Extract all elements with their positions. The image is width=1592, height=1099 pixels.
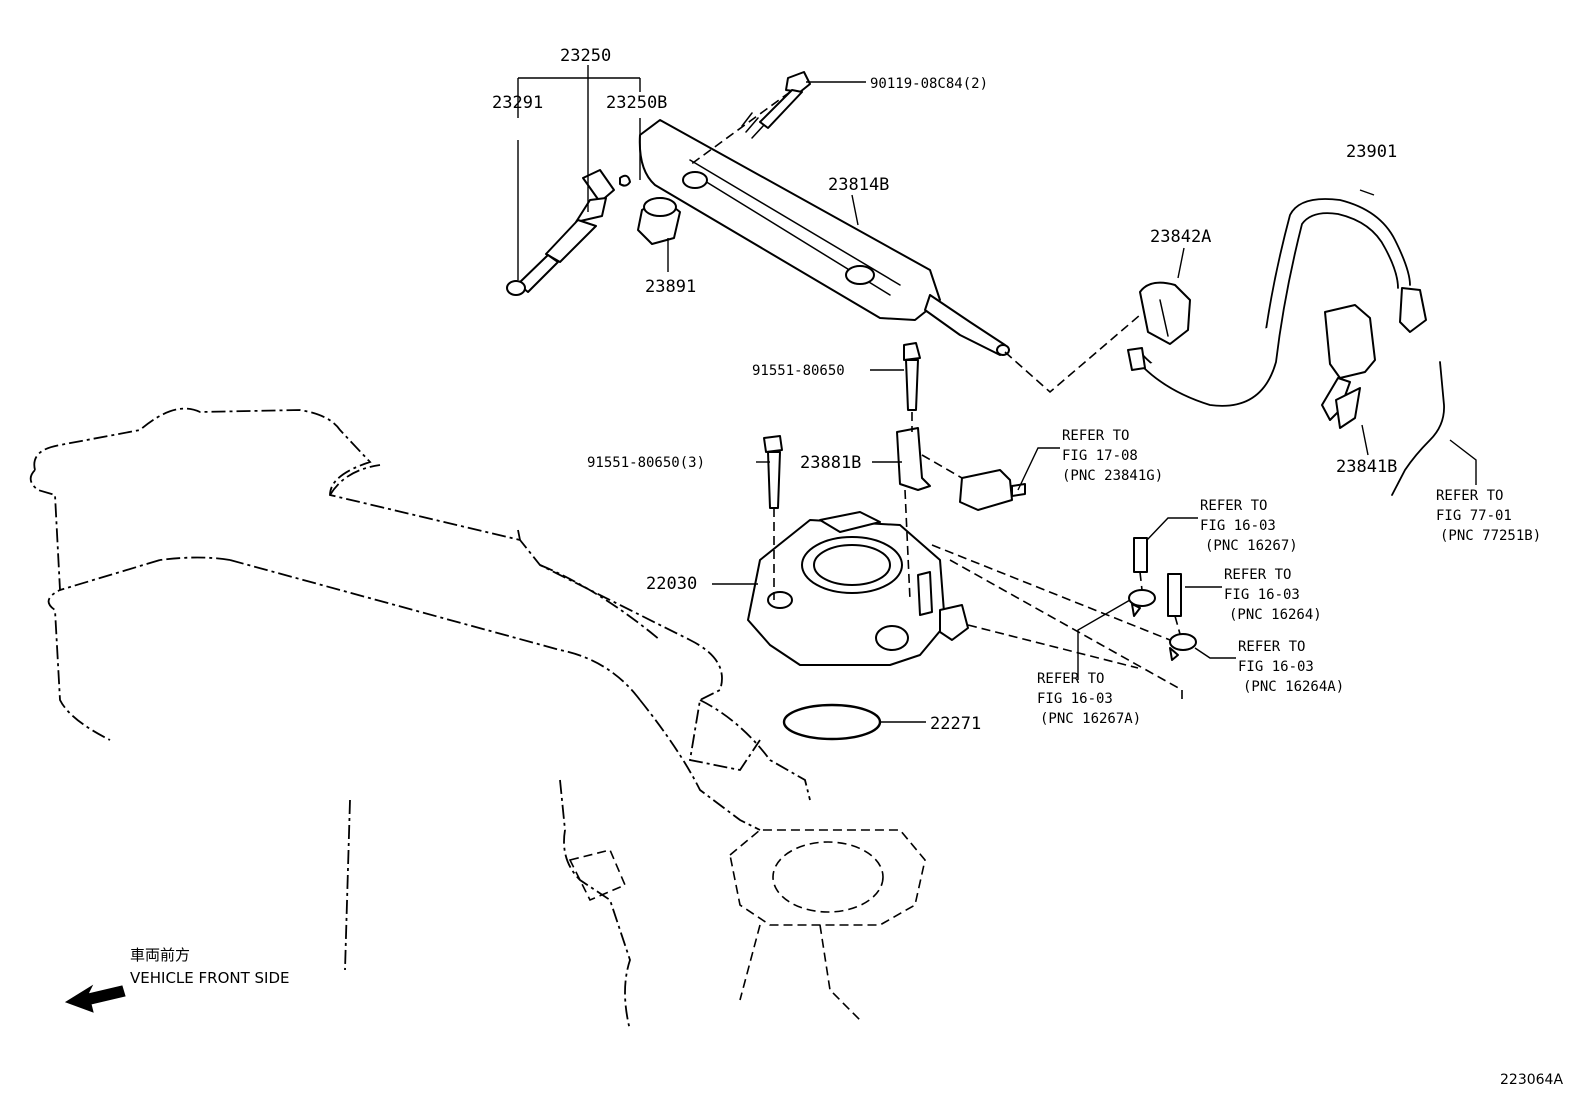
ref3-line1: REFER TO xyxy=(1224,567,1291,583)
hose-77251B xyxy=(1391,361,1445,496)
label-91551-mid: 91551-80650 xyxy=(752,363,845,379)
spacer-23891 xyxy=(637,197,681,245)
part-labels: 23250 23291 23250B 90119-08C84(2) 23814B… xyxy=(492,46,1397,734)
label-23841B: 23841B xyxy=(1336,457,1397,477)
ref4-line3: (PNC 16264A) xyxy=(1243,679,1344,695)
hose-16264 xyxy=(1167,573,1182,617)
fuel-rail xyxy=(638,119,1010,356)
leader-lines xyxy=(517,65,1477,723)
label-91551-left: 91551-80650(3) xyxy=(587,455,705,471)
ref4-line1: REFER TO xyxy=(1238,639,1305,655)
bolt-91551-mid xyxy=(903,342,921,411)
ref5-line3: (PNC 16267A) xyxy=(1040,711,1141,727)
bolt-90119 xyxy=(741,71,811,139)
throttle-body xyxy=(747,511,969,666)
label-23901: 23901 xyxy=(1346,142,1397,162)
ref6-line2: FIG 77-01 xyxy=(1436,508,1512,524)
gasket-22271 xyxy=(782,703,882,741)
hose-16267 xyxy=(1133,537,1148,573)
label-22271: 22271 xyxy=(930,714,981,734)
label-23250B: 23250B xyxy=(606,93,667,113)
ref2-line2: FIG 16-03 xyxy=(1200,518,1276,534)
ref4-line2: FIG 16-03 xyxy=(1238,659,1314,675)
reference-labels: REFER TO FIG 17-08 (PNC 23841G) REFER TO… xyxy=(1037,428,1541,727)
label-23881B: 23881B xyxy=(800,453,861,473)
engine-outline xyxy=(29,407,811,1031)
clamp-16267A xyxy=(1128,589,1156,617)
label-23250: 23250 xyxy=(560,46,611,66)
clamp-16264A xyxy=(1169,633,1197,661)
ref2-line1: REFER TO xyxy=(1200,498,1267,514)
intake-flange xyxy=(568,829,926,1021)
label-23891: 23891 xyxy=(645,277,696,297)
ref1-line1: REFER TO xyxy=(1062,428,1129,444)
direction-arrow-icon xyxy=(64,984,126,1013)
label-23814B: 23814B xyxy=(828,175,889,195)
ref3-line2: FIG 16-03 xyxy=(1224,587,1300,603)
label-23291: 23291 xyxy=(492,93,543,113)
assembly-lines xyxy=(689,91,1183,700)
ref6-line3: (PNC 77251B) xyxy=(1440,528,1541,544)
bolt-91551-left xyxy=(763,435,783,509)
label-23842A: 23842A xyxy=(1150,227,1211,247)
ref2-line3: (PNC 16267) xyxy=(1205,538,1298,554)
ref5-line1: REFER TO xyxy=(1037,671,1104,687)
sensor-23841G xyxy=(959,469,1026,511)
direction-jp: 車両前方 xyxy=(130,946,190,964)
label-90119: 90119-08C84(2) xyxy=(870,76,988,92)
label-22030: 22030 xyxy=(646,574,697,594)
clamp-23841B xyxy=(1321,304,1376,429)
fuel-injector xyxy=(506,169,631,296)
ref3-line3: (PNC 16264) xyxy=(1229,607,1322,623)
direction-en: VEHICLE FRONT SIDE xyxy=(130,969,290,987)
ref5-line2: FIG 16-03 xyxy=(1037,691,1113,707)
figure-id: 223064A xyxy=(1500,1072,1563,1088)
ref6-line1: REFER TO xyxy=(1436,488,1503,504)
clip-23842A xyxy=(1139,281,1191,345)
bracket-23881B xyxy=(896,427,931,491)
fuel-hose xyxy=(1127,198,1427,407)
front-direction: 車両前方 VEHICLE FRONT SIDE xyxy=(64,946,290,1013)
ref1-line2: FIG 17-08 xyxy=(1062,448,1138,464)
ref1-line3: (PNC 23841G) xyxy=(1062,468,1163,484)
